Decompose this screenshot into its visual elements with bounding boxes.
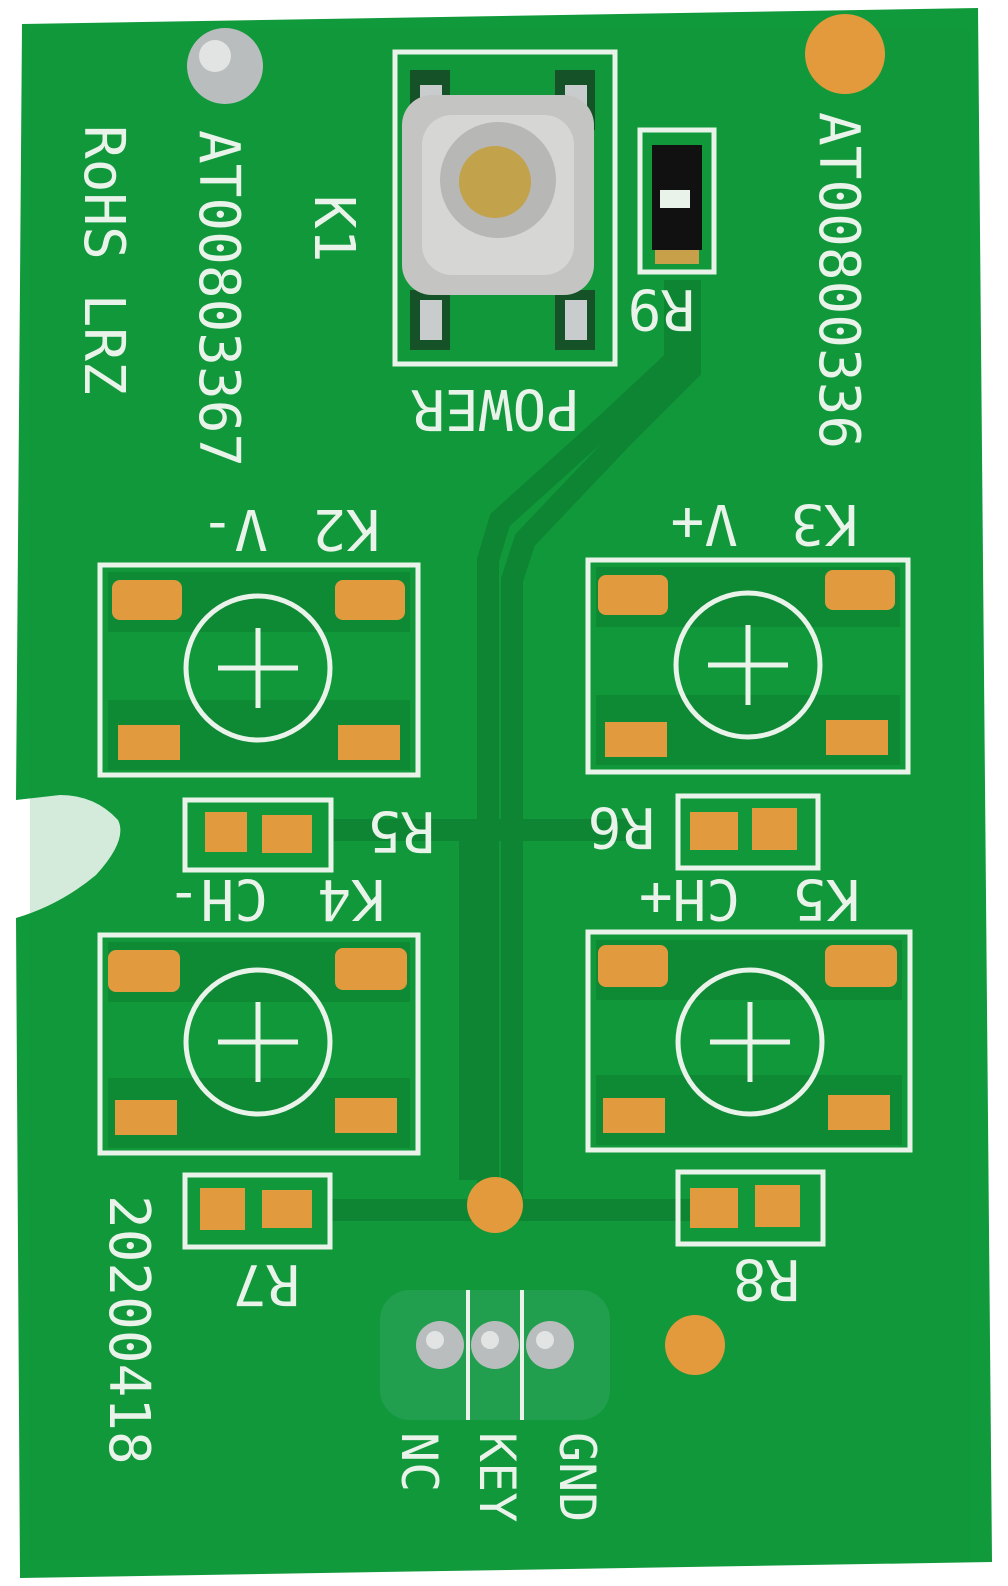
k4-key [97, 932, 421, 1156]
label-key: KEY [468, 1432, 526, 1522]
label-part-left: AT00803367 [186, 130, 251, 467]
label-ch-plus: CH+ [639, 866, 740, 931]
label-rohs: RoHS LRZ [71, 125, 136, 395]
wire-connector [380, 1290, 610, 1420]
label-nc: NC [390, 1432, 448, 1492]
label-k3: K3 [791, 491, 858, 556]
label-r8: R8 [733, 1246, 800, 1311]
label-ch-minus: CH- [167, 866, 268, 931]
plus-cross-icon [183, 967, 333, 1117]
label-r5: R5 [368, 798, 435, 863]
traces [330, 280, 701, 1221]
label-r7: R7 [233, 1251, 300, 1316]
label-k1: K1 [301, 195, 366, 262]
plus-cross-icon [673, 590, 823, 740]
r9-resistor [637, 127, 717, 275]
r5-resistor [182, 797, 334, 873]
k1-switch [392, 49, 618, 367]
label-k5: K5 [793, 866, 860, 931]
label-part-right: AT00800336 [806, 112, 871, 449]
plus-cross-icon [183, 593, 333, 743]
label-k2: K2 [313, 496, 380, 561]
label-v-plus: V+ [671, 491, 738, 556]
r7-resistor [182, 1172, 333, 1250]
mounting-hole-highlight [199, 40, 231, 72]
k5-key [585, 929, 913, 1153]
label-r6: R6 [588, 794, 655, 859]
via-top-right [805, 14, 885, 94]
label-r9: R9 [628, 276, 695, 341]
label-gnd: GND [548, 1432, 606, 1522]
via-right [665, 1315, 725, 1375]
label-power: POWER [411, 376, 580, 441]
label-k4: K4 [318, 866, 385, 931]
plus-cross-icon [675, 967, 825, 1117]
via-center [467, 1177, 523, 1233]
r6-resistor [675, 793, 821, 871]
r8-resistor [675, 1169, 826, 1247]
k3-key [585, 557, 911, 775]
label-date: 20200418 [96, 1195, 161, 1465]
k2-key [97, 562, 421, 778]
label-v-minus: V- [201, 496, 268, 561]
